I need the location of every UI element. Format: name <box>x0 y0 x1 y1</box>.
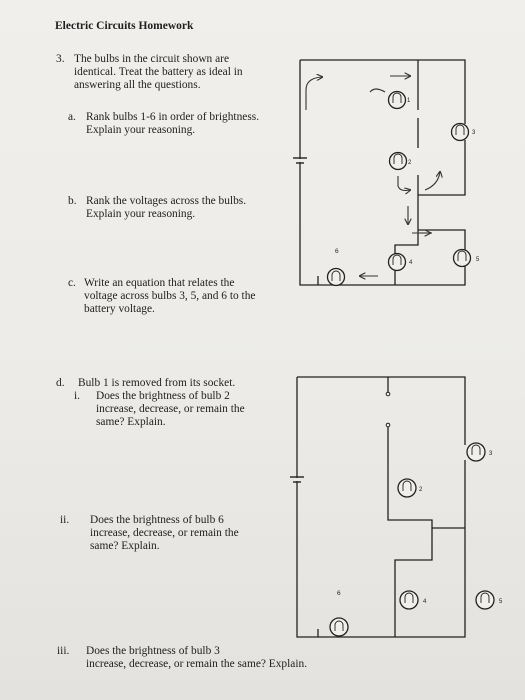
bulb-3: 3 <box>450 122 476 142</box>
part-d-ii-line-3: same? Explain. <box>90 540 160 552</box>
bulb-4: 4 <box>399 590 427 610</box>
part-d-i-line-3: same? Explain. <box>96 416 166 428</box>
part-d-label: d. <box>56 377 65 389</box>
bulb-2-label: 2 <box>408 160 412 166</box>
problem-number: 3. <box>56 53 65 65</box>
part-d-i-line-1: Does the brightness of bulb 2 <box>96 390 230 402</box>
problem-intro-line-3: answering all the questions. <box>74 79 201 91</box>
part-b-line-1: Rank the voltages across the bulbs. <box>86 195 247 207</box>
part-a-line-2: Explain your reasoning. <box>86 124 196 136</box>
bulb-5: 5 <box>452 248 480 268</box>
part-a-label: a. <box>68 111 76 123</box>
current-arrows <box>305 76 440 276</box>
part-d-ii-label: ii. <box>60 514 70 526</box>
part-d-ii-line-2: increase, decrease, or remain the <box>90 527 239 539</box>
bulb-4: 4 <box>387 252 413 272</box>
part-c-label: c. <box>68 277 76 289</box>
bulb-6-label: 6 <box>337 590 341 597</box>
battery-1 <box>293 157 307 164</box>
part-b-label: b. <box>68 195 77 207</box>
bulb-5: 5 <box>475 590 503 610</box>
part-d-text: Bulb 1 is removed from its socket. <box>78 377 236 389</box>
part-c-line-3: battery voltage. <box>84 303 155 315</box>
bulb-6: 6 <box>326 248 346 287</box>
problem-intro-line-2: identical. Treat the battery as ideal in <box>74 66 243 78</box>
bulb-5-label: 5 <box>499 599 503 605</box>
problem-intro-line-1: The bulbs in the circuit shown are <box>74 53 229 65</box>
bulb-4-label: 4 <box>423 599 427 605</box>
part-c-line-1: Write an equation that relates the <box>84 277 235 289</box>
bulb-3: 3 <box>466 442 493 462</box>
bulb-6: 6 <box>329 590 349 637</box>
part-d-i-label: i. <box>74 390 81 402</box>
bulb-2-label: 2 <box>419 487 423 493</box>
part-d-iii-label: iii. <box>57 645 70 657</box>
bulb-5-label: 5 <box>476 257 480 263</box>
bulb-2: 2 <box>397 478 423 498</box>
part-b-line-2: Explain your reasoning. <box>86 208 196 220</box>
bulb-1-label: 1 <box>407 98 411 104</box>
bulb-1: 1 <box>387 90 411 110</box>
bulb-2: 2 <box>388 151 412 171</box>
circuit-2: 3 2 4 5 6 <box>290 376 503 638</box>
part-d-ii-line-1: Does the brightness of bulb 6 <box>90 514 224 526</box>
bulb-3-label: 3 <box>489 451 493 457</box>
circuit-1: 1 3 2 4 5 6 <box>293 59 480 287</box>
bulb-6-label: 6 <box>335 248 339 255</box>
part-a-line-1: Rank bulbs 1-6 in order of brightness. <box>86 111 260 123</box>
page-title: Electric Circuits Homework <box>55 20 194 32</box>
part-d-i-line-2: increase, decrease, or remain the <box>96 403 245 415</box>
bulb-3-label: 3 <box>472 130 476 136</box>
part-c-line-2: voltage across bulbs 3, 5, and 6 to the <box>84 290 256 302</box>
part-d-iii-line-1: Does the brightness of bulb 3 <box>86 645 220 657</box>
battery-2 <box>290 476 304 483</box>
part-d-iii-line-2: increase, decrease, or remain the same? … <box>86 658 308 670</box>
bulb-4-label: 4 <box>409 260 413 266</box>
